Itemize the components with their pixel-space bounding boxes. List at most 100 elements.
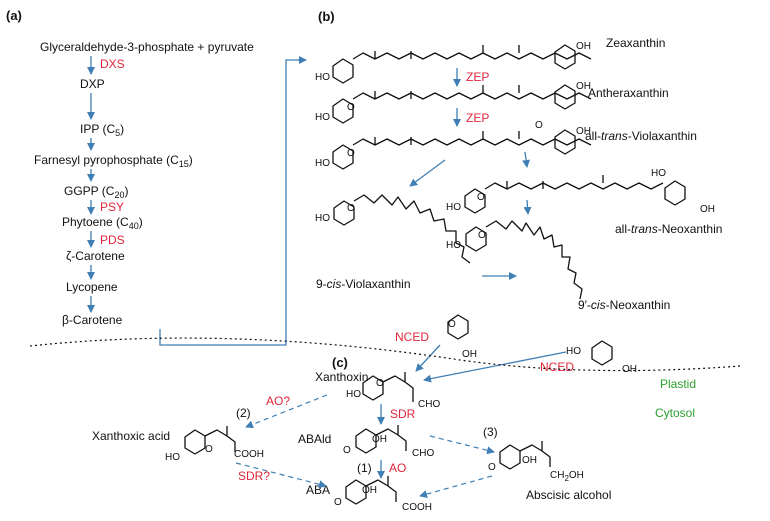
svg-text:OH: OH	[576, 126, 591, 137]
svg-text:HO: HO	[315, 158, 330, 169]
aba-label: ABA	[306, 483, 330, 497]
svg-text:OH: OH	[576, 81, 591, 92]
route-1-label: (1)	[357, 461, 372, 475]
plastid-label: Plastid	[660, 377, 696, 391]
abscisic-alcohol-structure: O OH CH2OH	[488, 441, 584, 483]
enzyme-zep-1: ZEP	[466, 70, 489, 84]
enzyme-sdr-q: SDR?	[238, 469, 270, 483]
fpp-label: Farnesyl pyrophosphate (C15)	[34, 153, 193, 169]
svg-text:HO: HO	[346, 389, 361, 400]
enzyme-sdr: SDR	[390, 407, 416, 421]
svg-text:O: O	[478, 230, 486, 241]
cis-neoxanthin-structure: HO O HO OH	[446, 220, 637, 375]
abald-structure: O OH CHO	[343, 425, 434, 459]
svg-text:O: O	[334, 497, 342, 508]
enzyme-zep-2: ZEP	[466, 111, 489, 125]
arrow-alcohol-aba	[419, 475, 493, 498]
svg-text:HO: HO	[315, 213, 330, 224]
arrow-xanthoxic-aba	[235, 462, 327, 489]
enzyme-psy: PSY	[100, 200, 124, 214]
arrow-abald-alcohol	[429, 435, 495, 455]
antheraxanthin-label: Antheraxanthin	[588, 86, 669, 100]
svg-text:OH: OH	[362, 485, 377, 496]
neoxanthin-label: all-trans-Neoxanthin	[615, 222, 722, 236]
svg-text:CH2OH: CH2OH	[550, 470, 584, 483]
svg-text:O: O	[535, 120, 543, 131]
arrow-viol-neo	[522, 151, 531, 168]
abscisic-alcohol-label: Abscisic alcohol	[526, 488, 611, 502]
zeaxanthin-structure: HO OH	[315, 41, 592, 84]
arrow-nced-1	[415, 344, 441, 372]
ggpp-label: GGPP (C20)	[64, 184, 128, 200]
neoxanthin-structure: HO O HO OH	[446, 168, 715, 215]
svg-text:OH: OH	[576, 41, 591, 52]
svg-text:OH: OH	[522, 455, 537, 466]
svg-text:COOH: COOH	[402, 502, 432, 513]
pathway-b-labels: Zeaxanthin Antheraxanthin all-trans-Viol…	[316, 36, 722, 383]
plastid-membrane	[29, 337, 741, 372]
violaxanthin-structure: HO O O OH	[315, 120, 592, 170]
svg-text:CHO: CHO	[418, 399, 440, 410]
enzyme-nced-2: NCED	[540, 360, 574, 374]
cis-violaxanthin-structure: HO O O OH	[315, 194, 477, 360]
arrow-xanthoxin-xanthoxic	[245, 394, 328, 429]
svg-text:HO: HO	[315, 72, 330, 83]
panel-label-b: (b)	[318, 9, 335, 24]
panel-label-a: (a)	[6, 8, 22, 23]
svg-text:HO: HO	[566, 346, 581, 357]
svg-text:OH: OH	[622, 364, 637, 375]
beta-carotene-label: β-Carotene	[62, 313, 123, 327]
arrow-viol-cisviol	[409, 159, 446, 187]
xanthoxic-acid-label: Xanthoxic acid	[92, 429, 170, 443]
phytoene-label: Phytoene (C40)	[62, 215, 143, 231]
lycopene-label: Lycopene	[66, 280, 118, 294]
svg-text:OH: OH	[700, 204, 715, 215]
svg-text:O: O	[347, 203, 355, 214]
pathway-a: Glyceraldehyde-3-phosphate + pyruvate DX…	[34, 40, 307, 346]
cis-violaxanthin-label: 9-cis-Violaxanthin	[316, 277, 411, 291]
svg-text:HO: HO	[165, 452, 180, 463]
enzyme-nced-1: NCED	[395, 330, 429, 344]
svg-text:O: O	[448, 319, 456, 330]
route-2-label: (2)	[236, 406, 251, 420]
xanthoxin-structure: HO O CHO	[346, 372, 440, 410]
svg-text:HO: HO	[446, 240, 461, 251]
svg-text:O: O	[347, 148, 355, 159]
svg-text:O: O	[205, 444, 213, 455]
cis-neoxanthin-label: 9′-cis-Neoxanthin	[578, 298, 670, 312]
enzyme-pds: PDS	[100, 233, 125, 247]
svg-text:O: O	[376, 378, 384, 389]
dxp-label: DXP	[80, 77, 105, 91]
enzyme-ao: AO	[389, 461, 406, 475]
arrow-a-to-b	[159, 59, 300, 346]
g3p-pyruvate-label: Glyceraldehyde-3-phosphate + pyruvate	[40, 40, 254, 54]
svg-text:COOH: COOH	[234, 449, 264, 460]
xanthoxic-acid-structure: HO O COOH	[165, 426, 264, 463]
enzyme-dxs: DXS	[100, 57, 125, 71]
svg-text:O: O	[488, 462, 496, 473]
enzyme-ao-q: AO?	[266, 394, 290, 408]
cytosol-label: Cytosol	[655, 406, 695, 420]
aba-structure: O OH COOH	[334, 476, 432, 513]
svg-text:O: O	[343, 445, 351, 456]
violaxanthin-label: all-trans-Violaxanthin	[585, 129, 697, 143]
route-3-label: (3)	[483, 425, 498, 439]
arrow-neo-cisneo	[523, 199, 532, 215]
ipp-label: IPP (C5)	[80, 122, 124, 138]
svg-text:HO: HO	[315, 112, 330, 123]
zeta-carotene-label: ζ-Carotene	[66, 249, 125, 263]
svg-text:O: O	[477, 192, 485, 203]
zeaxanthin-label: Zeaxanthin	[606, 36, 665, 50]
svg-text:HO: HO	[651, 168, 666, 179]
svg-text:CHO: CHO	[412, 448, 434, 459]
svg-text:OH: OH	[462, 349, 477, 360]
abald-label: ABAld	[298, 432, 331, 446]
arrow-nced-2	[423, 351, 567, 383]
antheraxanthin-structure: HO O OH	[315, 81, 592, 124]
xanthoxin-label: Xanthoxin	[315, 370, 368, 384]
svg-text:OH: OH	[372, 434, 387, 445]
svg-text:O: O	[347, 102, 355, 113]
panel-label-c: (c)	[332, 355, 348, 370]
svg-text:HO: HO	[446, 202, 461, 213]
